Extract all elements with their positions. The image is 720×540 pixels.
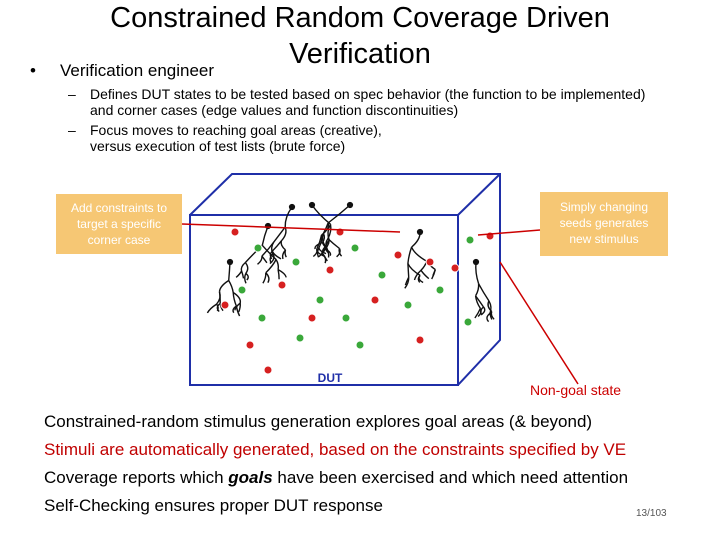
non-goal-state-marker xyxy=(264,366,272,374)
non-goal-state-marker xyxy=(426,258,434,266)
dut-label: DUT xyxy=(318,371,343,385)
paragraph-3-before: Coverage reports which xyxy=(44,468,228,487)
non-goal-state-marker xyxy=(371,296,379,304)
right-callout-line2: seeds generates xyxy=(560,216,649,230)
goal-state-marker xyxy=(378,271,386,279)
paragraph-4-text: Self-Checking ensures proper DUT respons… xyxy=(44,496,383,515)
stimulus-path-segment xyxy=(236,271,242,277)
right-callout-line1: Simply changing xyxy=(560,200,648,214)
goal-state-marker xyxy=(316,296,324,304)
stimulus-path-segment xyxy=(278,270,279,280)
stimulus-path-segment xyxy=(207,304,216,313)
stimulus-path-segment xyxy=(281,241,285,250)
dash-icon: – xyxy=(68,122,76,138)
cube-back-edges xyxy=(190,174,500,385)
stimulus-paths xyxy=(207,203,494,322)
stimulus-path-segment xyxy=(475,308,481,318)
non-goal-state-marker xyxy=(221,301,229,309)
paragraph-2: Stimuli are automatically generated, bas… xyxy=(44,440,626,460)
left-callout-line1: Add constraints to xyxy=(71,201,167,215)
stimulus-path-segment xyxy=(266,273,269,283)
non-goal-state-marker xyxy=(451,264,459,272)
stimulus-path-segment xyxy=(479,284,489,301)
sub-bullet-2-text: Focus moves to reaching goal areas (crea… xyxy=(90,122,382,154)
goal-state-marker xyxy=(464,318,472,326)
sub-bullet-1-line2: and corner cases (edge values and functi… xyxy=(90,102,458,118)
stimulus-path-segment xyxy=(241,263,245,271)
stimulus-path-segment xyxy=(262,256,267,263)
stimulus-path-segment xyxy=(421,270,429,278)
left-callout-line2: target a specific xyxy=(77,217,161,231)
bullet-icon: • xyxy=(30,61,36,81)
stimulus-path-segment xyxy=(242,271,244,278)
non-goal-state-marker xyxy=(231,228,239,236)
paragraph-3-emphasis: goals xyxy=(228,468,272,487)
goal-state-marker xyxy=(436,286,444,294)
non-goal-state-marker xyxy=(278,281,286,289)
stimulus-path-segment xyxy=(258,256,262,264)
goal-state-marker xyxy=(258,314,266,322)
stimulus-path-segment xyxy=(487,314,490,322)
goal-state-marker xyxy=(342,314,350,322)
goal-state-marker xyxy=(351,244,359,252)
stimulus-path-segment xyxy=(328,239,340,249)
left-callout-arrow xyxy=(182,224,400,232)
goal-state-marker xyxy=(356,341,364,349)
goal-state-marker xyxy=(292,258,300,266)
non-goal-state-marker xyxy=(416,336,424,344)
page-number: 13/103 xyxy=(636,508,667,519)
stimulus-path-segment xyxy=(245,263,247,274)
stimulus-path-segment xyxy=(276,260,278,270)
sub-bullet-2-line1: Focus moves to reaching goal areas (crea… xyxy=(90,122,382,138)
goal-state-marker xyxy=(466,236,474,244)
right-callout-line3: new stimulus xyxy=(569,232,638,246)
stimulus-path-segment xyxy=(476,284,479,296)
non-goal-state-marker xyxy=(394,251,402,259)
left-callout: Add constraints to target a specific cor… xyxy=(56,194,182,254)
state-markers xyxy=(221,228,494,374)
non-goal-arrow xyxy=(500,262,578,384)
left-callout-line3: corner case xyxy=(88,233,151,247)
stimulus-path-segment xyxy=(229,281,234,293)
non-goal-state-marker xyxy=(326,266,334,274)
sub-bullet-1-line1: Defines DUT states to be tested based on… xyxy=(90,86,645,102)
stimulus-path-segment xyxy=(476,262,479,284)
cube-edge xyxy=(458,174,500,215)
non-goal-state-marker xyxy=(308,314,316,322)
right-callout: Simply changing seeds generates new stim… xyxy=(540,192,668,256)
goal-state-marker xyxy=(296,334,304,342)
dash-icon: – xyxy=(68,86,76,102)
stimulus-path-segment xyxy=(245,273,246,283)
goal-state-marker xyxy=(254,244,262,252)
sub-bullet-2-line2: versus execution of test lists (brute fo… xyxy=(90,138,345,154)
sub-bullet-1-text: Defines DUT states to be tested based on… xyxy=(90,86,645,118)
stimulus-path-segment xyxy=(408,247,412,263)
slide-title-line1: Constrained Random Coverage Driven xyxy=(0,0,720,36)
stimulus-path-segment xyxy=(246,273,248,280)
stimulus-path-segment xyxy=(412,247,427,261)
paragraph-1-text: Constrained-random stimulus generation e… xyxy=(44,412,592,431)
stimulus-path-segment xyxy=(263,273,266,283)
paragraph-3: Coverage reports which goals have been e… xyxy=(44,468,628,488)
stimulus-path-segment xyxy=(262,226,268,245)
stimulus-path-segment xyxy=(274,227,285,242)
paragraph-3-after: have been exercised and which need atten… xyxy=(273,468,628,487)
stimulus-path-segment xyxy=(285,207,292,227)
stimulus-path-segment xyxy=(220,281,229,292)
bullet-text: Verification engineer xyxy=(60,61,214,81)
coverage-cube-diagram: Add constraints to target a specific cor… xyxy=(0,160,720,400)
non-goal-state-marker xyxy=(246,341,254,349)
paragraph-1: Constrained-random stimulus generation e… xyxy=(44,412,592,432)
non-goal-label: Non-goal state xyxy=(530,382,621,398)
paragraph-4: Self-Checking ensures proper DUT respons… xyxy=(44,496,383,516)
goal-state-marker xyxy=(238,286,246,294)
goal-state-marker xyxy=(404,301,412,309)
paragraph-2-text: Stimuli are automatically generated, bas… xyxy=(44,440,626,459)
dut-cube xyxy=(190,174,500,385)
